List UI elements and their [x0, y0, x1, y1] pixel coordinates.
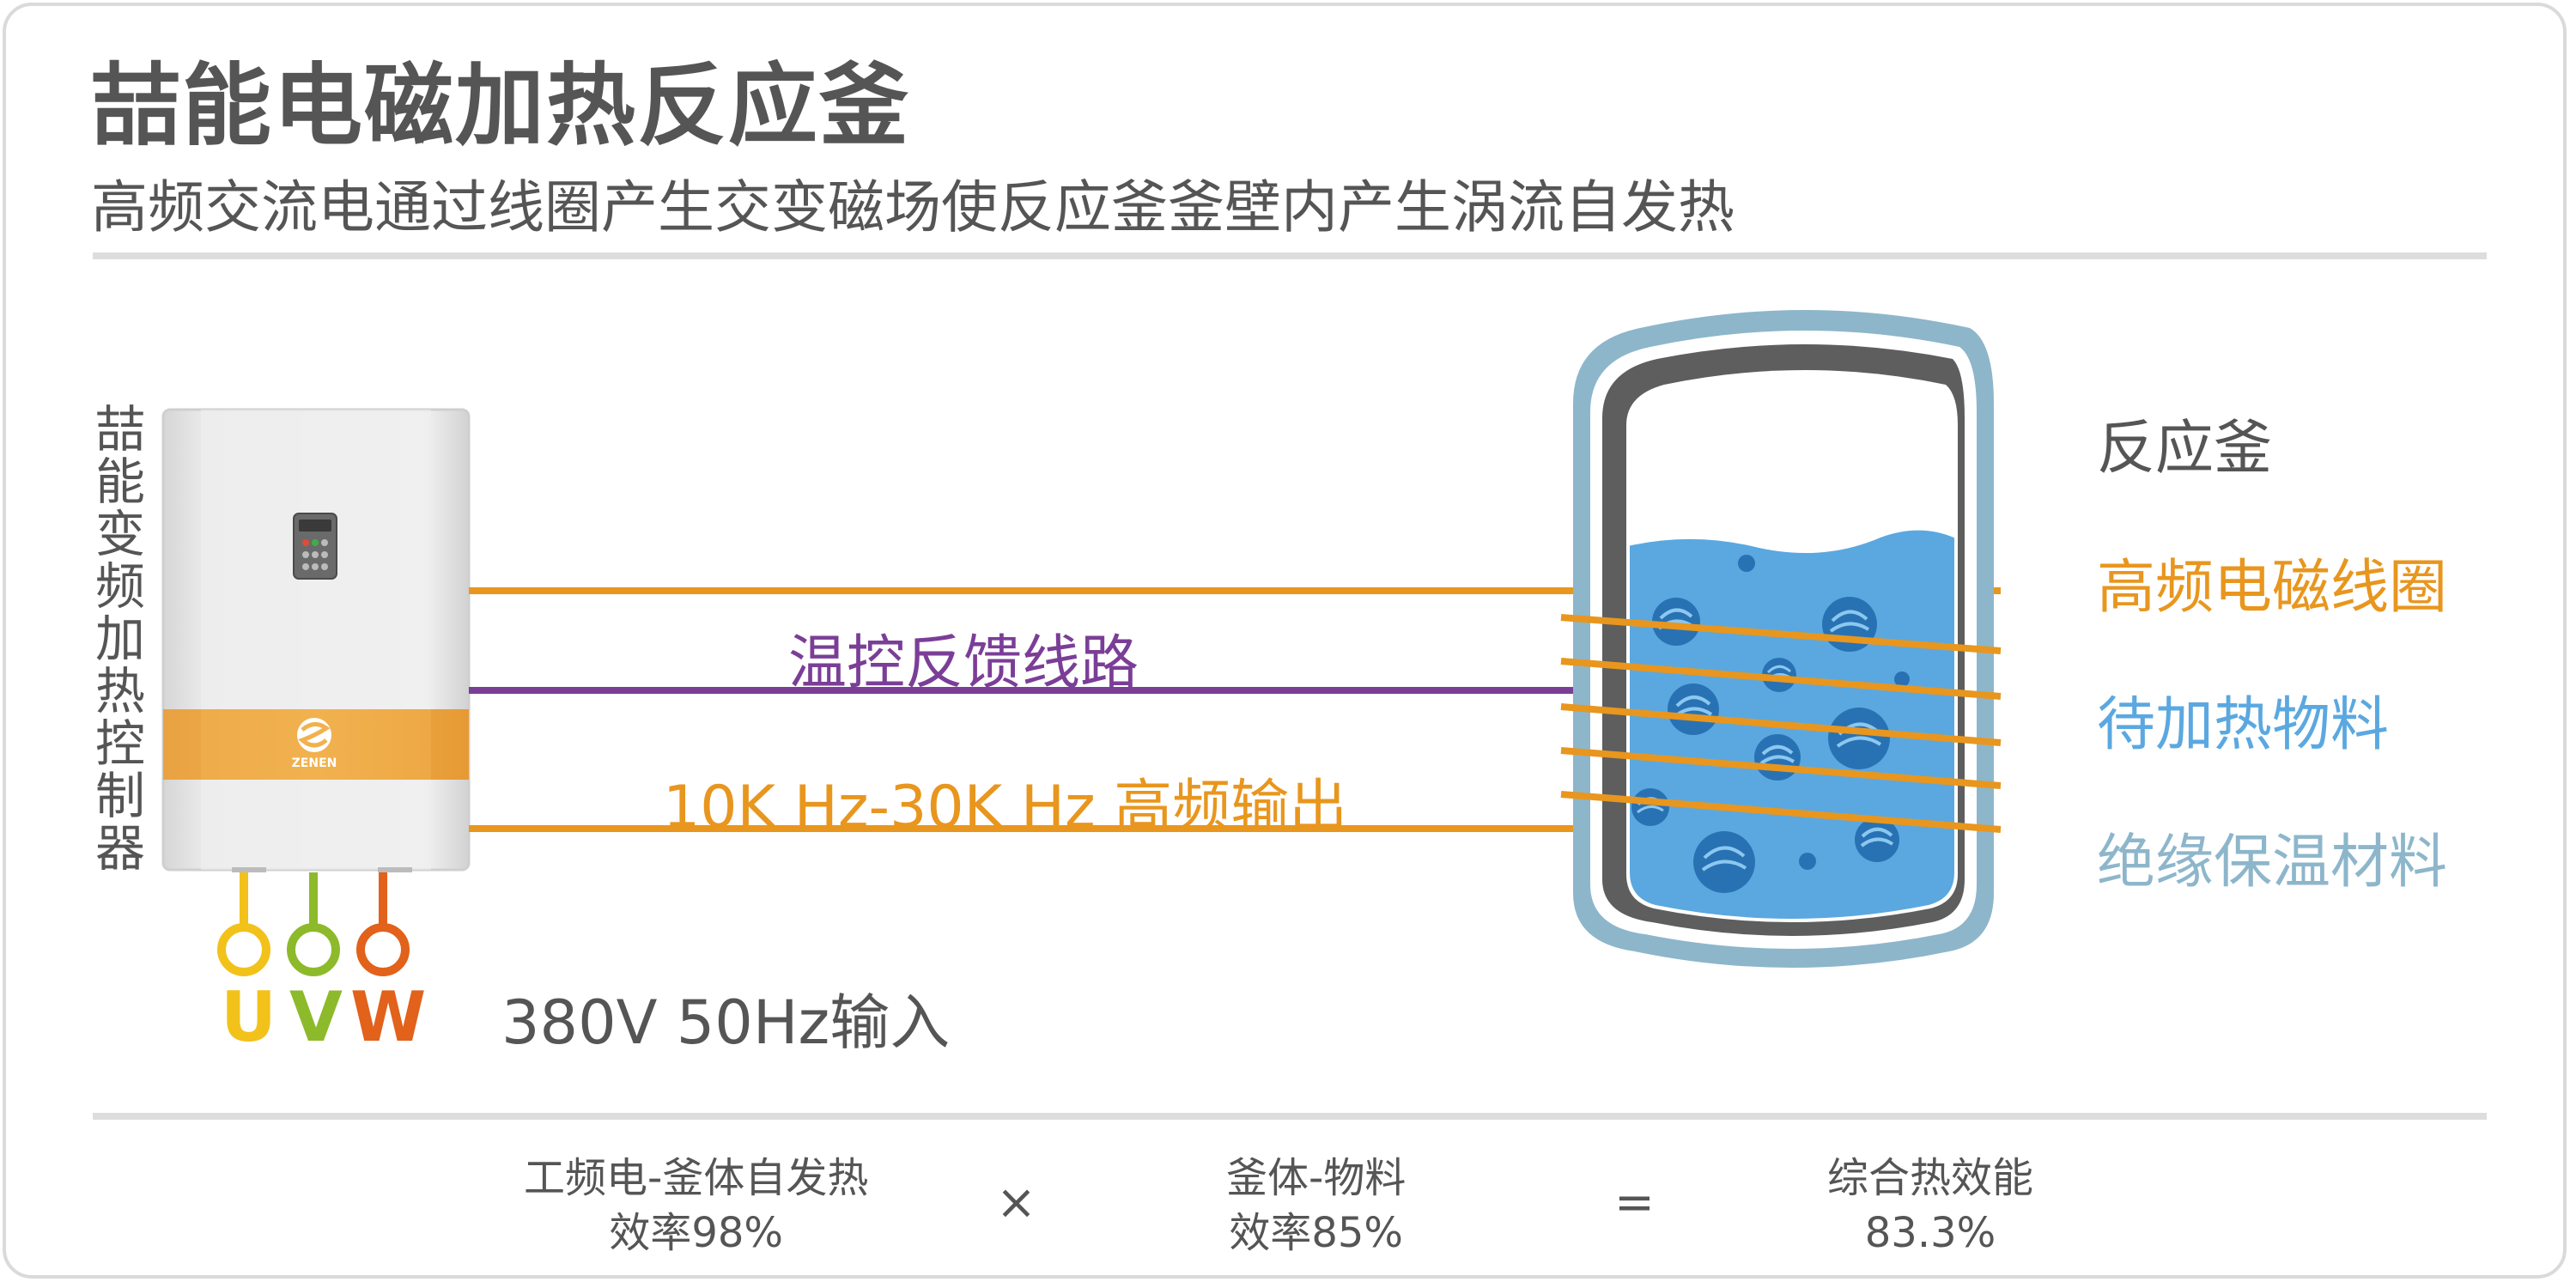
formula-equals: = — [1614, 1175, 1655, 1230]
phase-wires — [217, 872, 410, 976]
electromagnetic-coil — [1560, 614, 2002, 833]
output-label: 10K Hz-30K Hz 高频输出 — [663, 774, 1348, 841]
power-input-label: 380V 50Hz输入 — [501, 987, 951, 1058]
controller-label: 喆能变频加热控制器 — [94, 400, 145, 878]
terminal-v — [287, 923, 340, 976]
phase-v-label: V — [289, 977, 343, 1057]
page-title: 喆能电磁加热反应釜 — [91, 53, 911, 158]
formula-times: × — [996, 1175, 1036, 1230]
phase-w-label: W — [350, 977, 427, 1057]
formula-term2-line2: 效率85% — [1229, 1209, 1404, 1257]
formula-result-line2: 83.3% — [1864, 1209, 1996, 1257]
legend-insulation: 绝缘保温材料 — [2097, 829, 2448, 896]
formula-term1-line2: 效率98% — [609, 1209, 784, 1257]
zenen-logo-icon: ZENEN — [292, 718, 337, 770]
control-panel — [293, 513, 337, 580]
formula-term1: 工频电-釜体自发热 效率98% — [524, 1151, 868, 1261]
phase-u-label: U — [221, 977, 276, 1057]
formula-term2-line1: 釜体-物料 — [1226, 1154, 1406, 1202]
footer-divider — [93, 1113, 2487, 1120]
formula-term1-line1: 工频电-釜体自发热 — [524, 1154, 869, 1202]
formula-result: 综合热效能 83.3% — [1827, 1151, 2033, 1261]
zenen-brand-text: ZENEN — [292, 756, 337, 770]
page-subtitle: 高频交流电通过线圈产生交变磁场使反应釜釜壁内产生涡流自发热 — [91, 174, 1735, 240]
legend-coil: 高频电磁线圈 — [2097, 554, 2448, 622]
feedback-label: 温控反馈线路 — [788, 629, 1139, 697]
terminal-u — [217, 923, 270, 976]
header-divider — [93, 252, 2487, 259]
formula-result-line1: 综合热效能 — [1827, 1154, 2034, 1202]
controller-cabinet: ZENEN — [161, 408, 471, 872]
legend-material: 待加热物料 — [2097, 691, 2390, 759]
legend-reactor: 反应釜 — [2097, 415, 2273, 483]
reactor-vessel — [1560, 310, 2002, 968]
formula-term2: 釜体-物料 效率85% — [1226, 1151, 1406, 1261]
terminal-w — [356, 923, 410, 976]
